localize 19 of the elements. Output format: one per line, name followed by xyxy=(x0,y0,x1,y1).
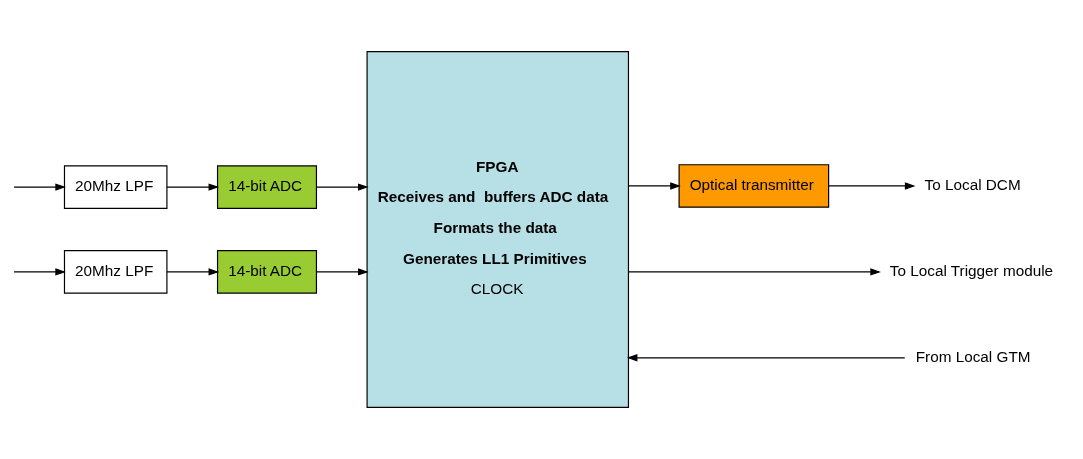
arrow xyxy=(13,183,66,191)
node-text: From Local GTM xyxy=(915,347,1031,365)
arrow xyxy=(628,268,881,276)
arrow xyxy=(315,183,369,191)
arrow xyxy=(166,183,220,191)
node-text: To Local DCM xyxy=(924,175,1021,193)
node-box: 14-bit ADC xyxy=(216,250,318,294)
node-box: FPGA Receives and buffers ADC data Formats the data Generates LL1 Primitives CLOCK xyxy=(366,51,630,408)
arrow xyxy=(315,268,369,276)
node-box: 20Mhz LPF xyxy=(63,165,168,209)
node-box: 20Mhz LPF xyxy=(63,250,168,294)
node-box: 14-bit ADC xyxy=(216,165,318,209)
arrow xyxy=(628,182,681,190)
arrow xyxy=(828,182,916,190)
node-box: Optical transmitter xyxy=(678,164,830,208)
node-text: To Local Trigger module xyxy=(889,261,1054,279)
arrow xyxy=(13,268,66,276)
arrow xyxy=(626,354,906,362)
arrow xyxy=(166,268,220,276)
